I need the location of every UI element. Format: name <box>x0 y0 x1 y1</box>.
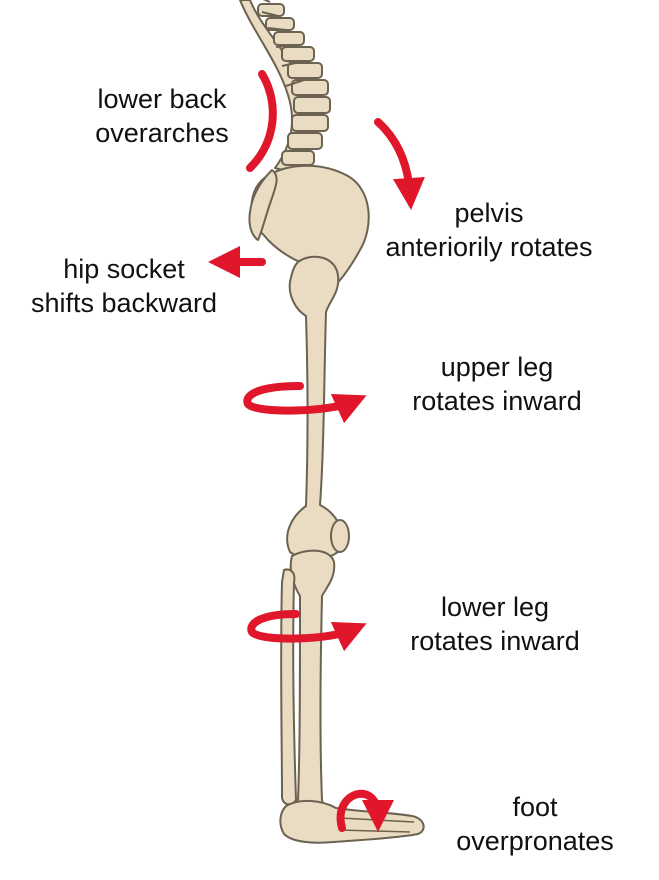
lower-leg-rotation-arrow-icon <box>247 610 367 652</box>
label-pelvis: pelvis anteriorily rotates <box>366 196 612 264</box>
tibia <box>289 549 336 827</box>
fibula <box>280 568 297 806</box>
foot-pronation-arrow-icon <box>336 789 394 832</box>
label-line: shifts backward <box>30 288 218 318</box>
red-arrows <box>208 70 425 832</box>
label-line: rotates inward <box>412 386 582 416</box>
label-line: hip socket <box>63 254 185 284</box>
lower-back-arc-icon <box>246 70 277 172</box>
foot <box>279 800 425 844</box>
label-foot: foot overpronates <box>438 790 632 858</box>
sacrum <box>248 169 278 241</box>
label-line: lower back <box>97 84 227 114</box>
pelvis-rotation-arrow-icon <box>374 118 425 210</box>
label-line: lower leg <box>440 592 550 622</box>
label-upper-leg: upper leg rotates inward <box>392 350 602 418</box>
label-line: pelvis <box>454 198 524 228</box>
label-lower-leg: lower leg rotates inward <box>390 590 600 658</box>
label-line: upper leg <box>440 352 554 382</box>
label-line: rotates inward <box>410 626 580 656</box>
spine <box>239 0 331 173</box>
label-hip-socket: hip socket shifts backward <box>14 252 234 320</box>
label-lower-back: lower back overarches <box>78 82 246 150</box>
upper-leg-rotation-arrow-icon <box>243 382 367 424</box>
label-line: anteriorily rotates <box>385 232 593 262</box>
kneecap <box>330 519 350 553</box>
label-line: overpronates <box>456 826 614 856</box>
label-line: overarches <box>95 118 229 148</box>
label-line: foot <box>512 792 558 822</box>
